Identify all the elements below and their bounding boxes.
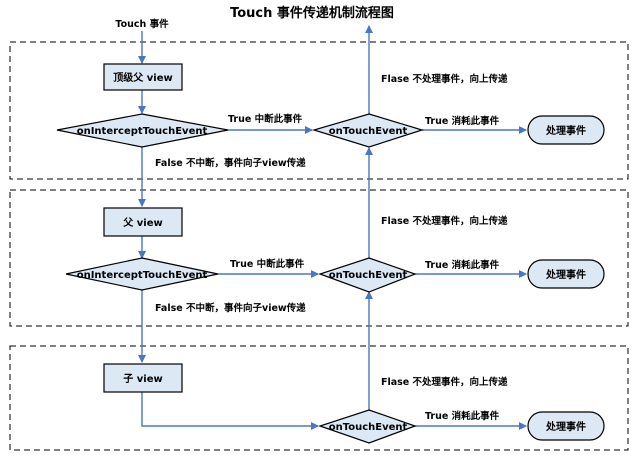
bottom-touch-node xyxy=(318,409,417,444)
bottom-handle-node xyxy=(527,411,605,441)
middle-consume-label: True 消耗此事件 xyxy=(425,259,500,271)
top-view-label: 顶级父 view xyxy=(113,71,172,84)
bottom-view-label: 子 view xyxy=(123,373,162,385)
layer-container-middle xyxy=(9,189,629,327)
middle-touch-label: onTouchEvent xyxy=(329,270,408,281)
middle-intercept-true-label: True 中断此事件 xyxy=(230,258,305,270)
top-intercept-true-label: True 中断此事件 xyxy=(228,113,303,125)
middle-not-handled-label: Flase 不处理事件，向上传递 xyxy=(381,215,508,227)
layer-container-top xyxy=(9,41,629,180)
middle-view-label: 父 view xyxy=(122,217,162,229)
layer-container-bottom xyxy=(9,345,629,451)
entry-label: Touch 事件 xyxy=(115,18,169,30)
top-touch-node xyxy=(311,113,425,148)
middle-handle-label: 处理事件 xyxy=(545,268,586,281)
bottom-view-node xyxy=(103,363,183,393)
top-handle-label: 处理事件 xyxy=(545,124,586,137)
layer-top: 顶级父 view onInterceptTouchEvent onTouchEv… xyxy=(56,63,605,169)
edge-bottom-view-to-touch xyxy=(141,392,319,430)
top-view-node xyxy=(103,63,183,91)
top-consume-label: True 消耗此事件 xyxy=(425,115,500,127)
bottom-handle-label: 处理事件 xyxy=(545,420,586,433)
top-intercept-node xyxy=(56,113,229,148)
layer-bottom: 子 view onTouchEvent 处理事件 True 消耗此事件 Flas… xyxy=(103,363,605,444)
bottom-touch-label: onTouchEvent xyxy=(329,422,408,433)
middle-pass-down-label: False 不中断，事件向子view传递 xyxy=(155,302,306,314)
top-handle-node xyxy=(527,115,605,145)
middle-view-node xyxy=(103,207,183,237)
top-not-handled-label: Flase 不处理事件，向上传递 xyxy=(381,73,508,85)
top-touch-label: onTouchEvent xyxy=(329,126,408,137)
middle-handle-node xyxy=(527,259,605,289)
top-pass-down-label: False 不中断，事件向子view传递 xyxy=(155,157,306,169)
diagram-title: Touch 事件传递机制流程图 xyxy=(230,5,394,21)
middle-intercept-label: onInterceptTouchEvent xyxy=(77,270,208,281)
middle-touch-node xyxy=(318,257,417,293)
bottom-not-handled-label: Flase 不处理事件，向上传递 xyxy=(381,376,508,388)
top-intercept-label: onInterceptTouchEvent xyxy=(77,126,208,137)
middle-intercept-node xyxy=(65,257,219,291)
bottom-consume-label: True 消耗此事件 xyxy=(425,410,500,422)
layer-middle: 父 view onInterceptTouchEvent onTouchEven… xyxy=(65,207,605,314)
